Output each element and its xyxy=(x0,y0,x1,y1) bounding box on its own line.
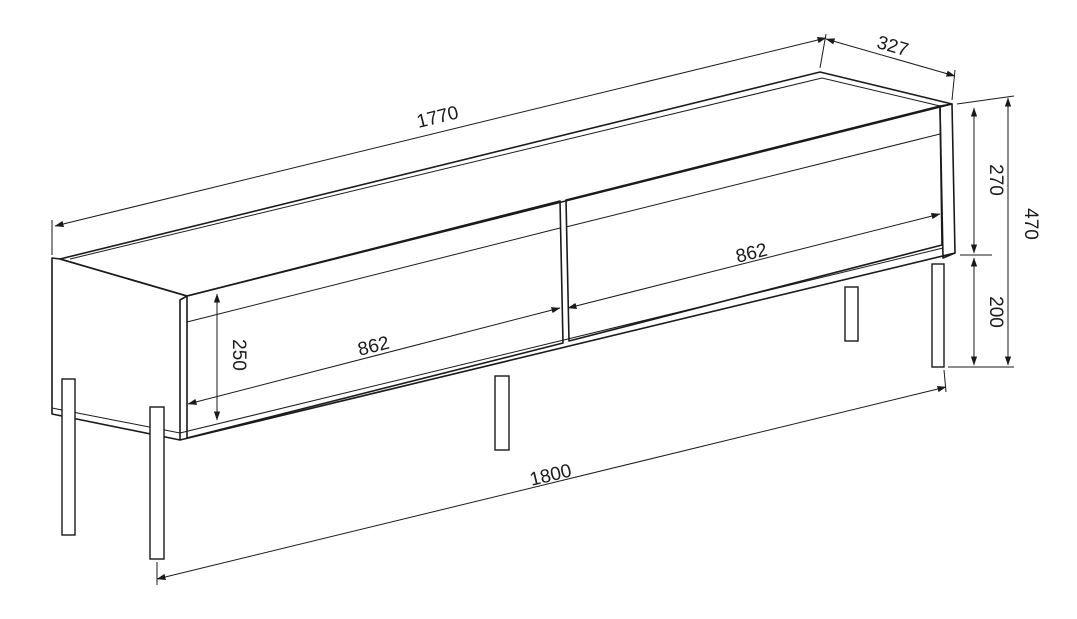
label-body-height: 270 xyxy=(985,164,1006,196)
dim-line-right-drawer-width xyxy=(567,213,941,309)
label-total-width: 1800 xyxy=(528,461,574,491)
right-drawer-front xyxy=(565,105,943,342)
leg-middle xyxy=(494,375,510,451)
leg-back-left xyxy=(61,378,76,536)
left-drawer-top-strip xyxy=(186,227,561,323)
label-leg-height: 200 xyxy=(985,296,1006,328)
cabinet-top-inner-edge xyxy=(69,77,941,260)
label-right-drawer-width: 862 xyxy=(734,240,770,268)
dimension-labels: 1770 327 270 470 200 250 862 862 1800 xyxy=(228,32,1041,491)
right-drawer-top-strip xyxy=(565,133,941,228)
left-side-panel xyxy=(51,257,188,441)
leg-front-right xyxy=(931,263,945,368)
legs xyxy=(61,263,945,560)
label-left-drawer-width: 862 xyxy=(356,333,392,361)
dim-line-depth xyxy=(825,38,956,77)
dim-line-total-width xyxy=(156,385,947,581)
label-drawer-height: 250 xyxy=(228,339,249,371)
cabinet-top xyxy=(59,71,953,297)
dim-line-top-width xyxy=(54,36,827,228)
label-total-height: 470 xyxy=(1020,208,1041,240)
dimension-lines xyxy=(51,33,1015,585)
leg-back-right xyxy=(844,286,859,342)
label-depth: 327 xyxy=(874,32,910,61)
leg-front-left xyxy=(149,406,165,560)
